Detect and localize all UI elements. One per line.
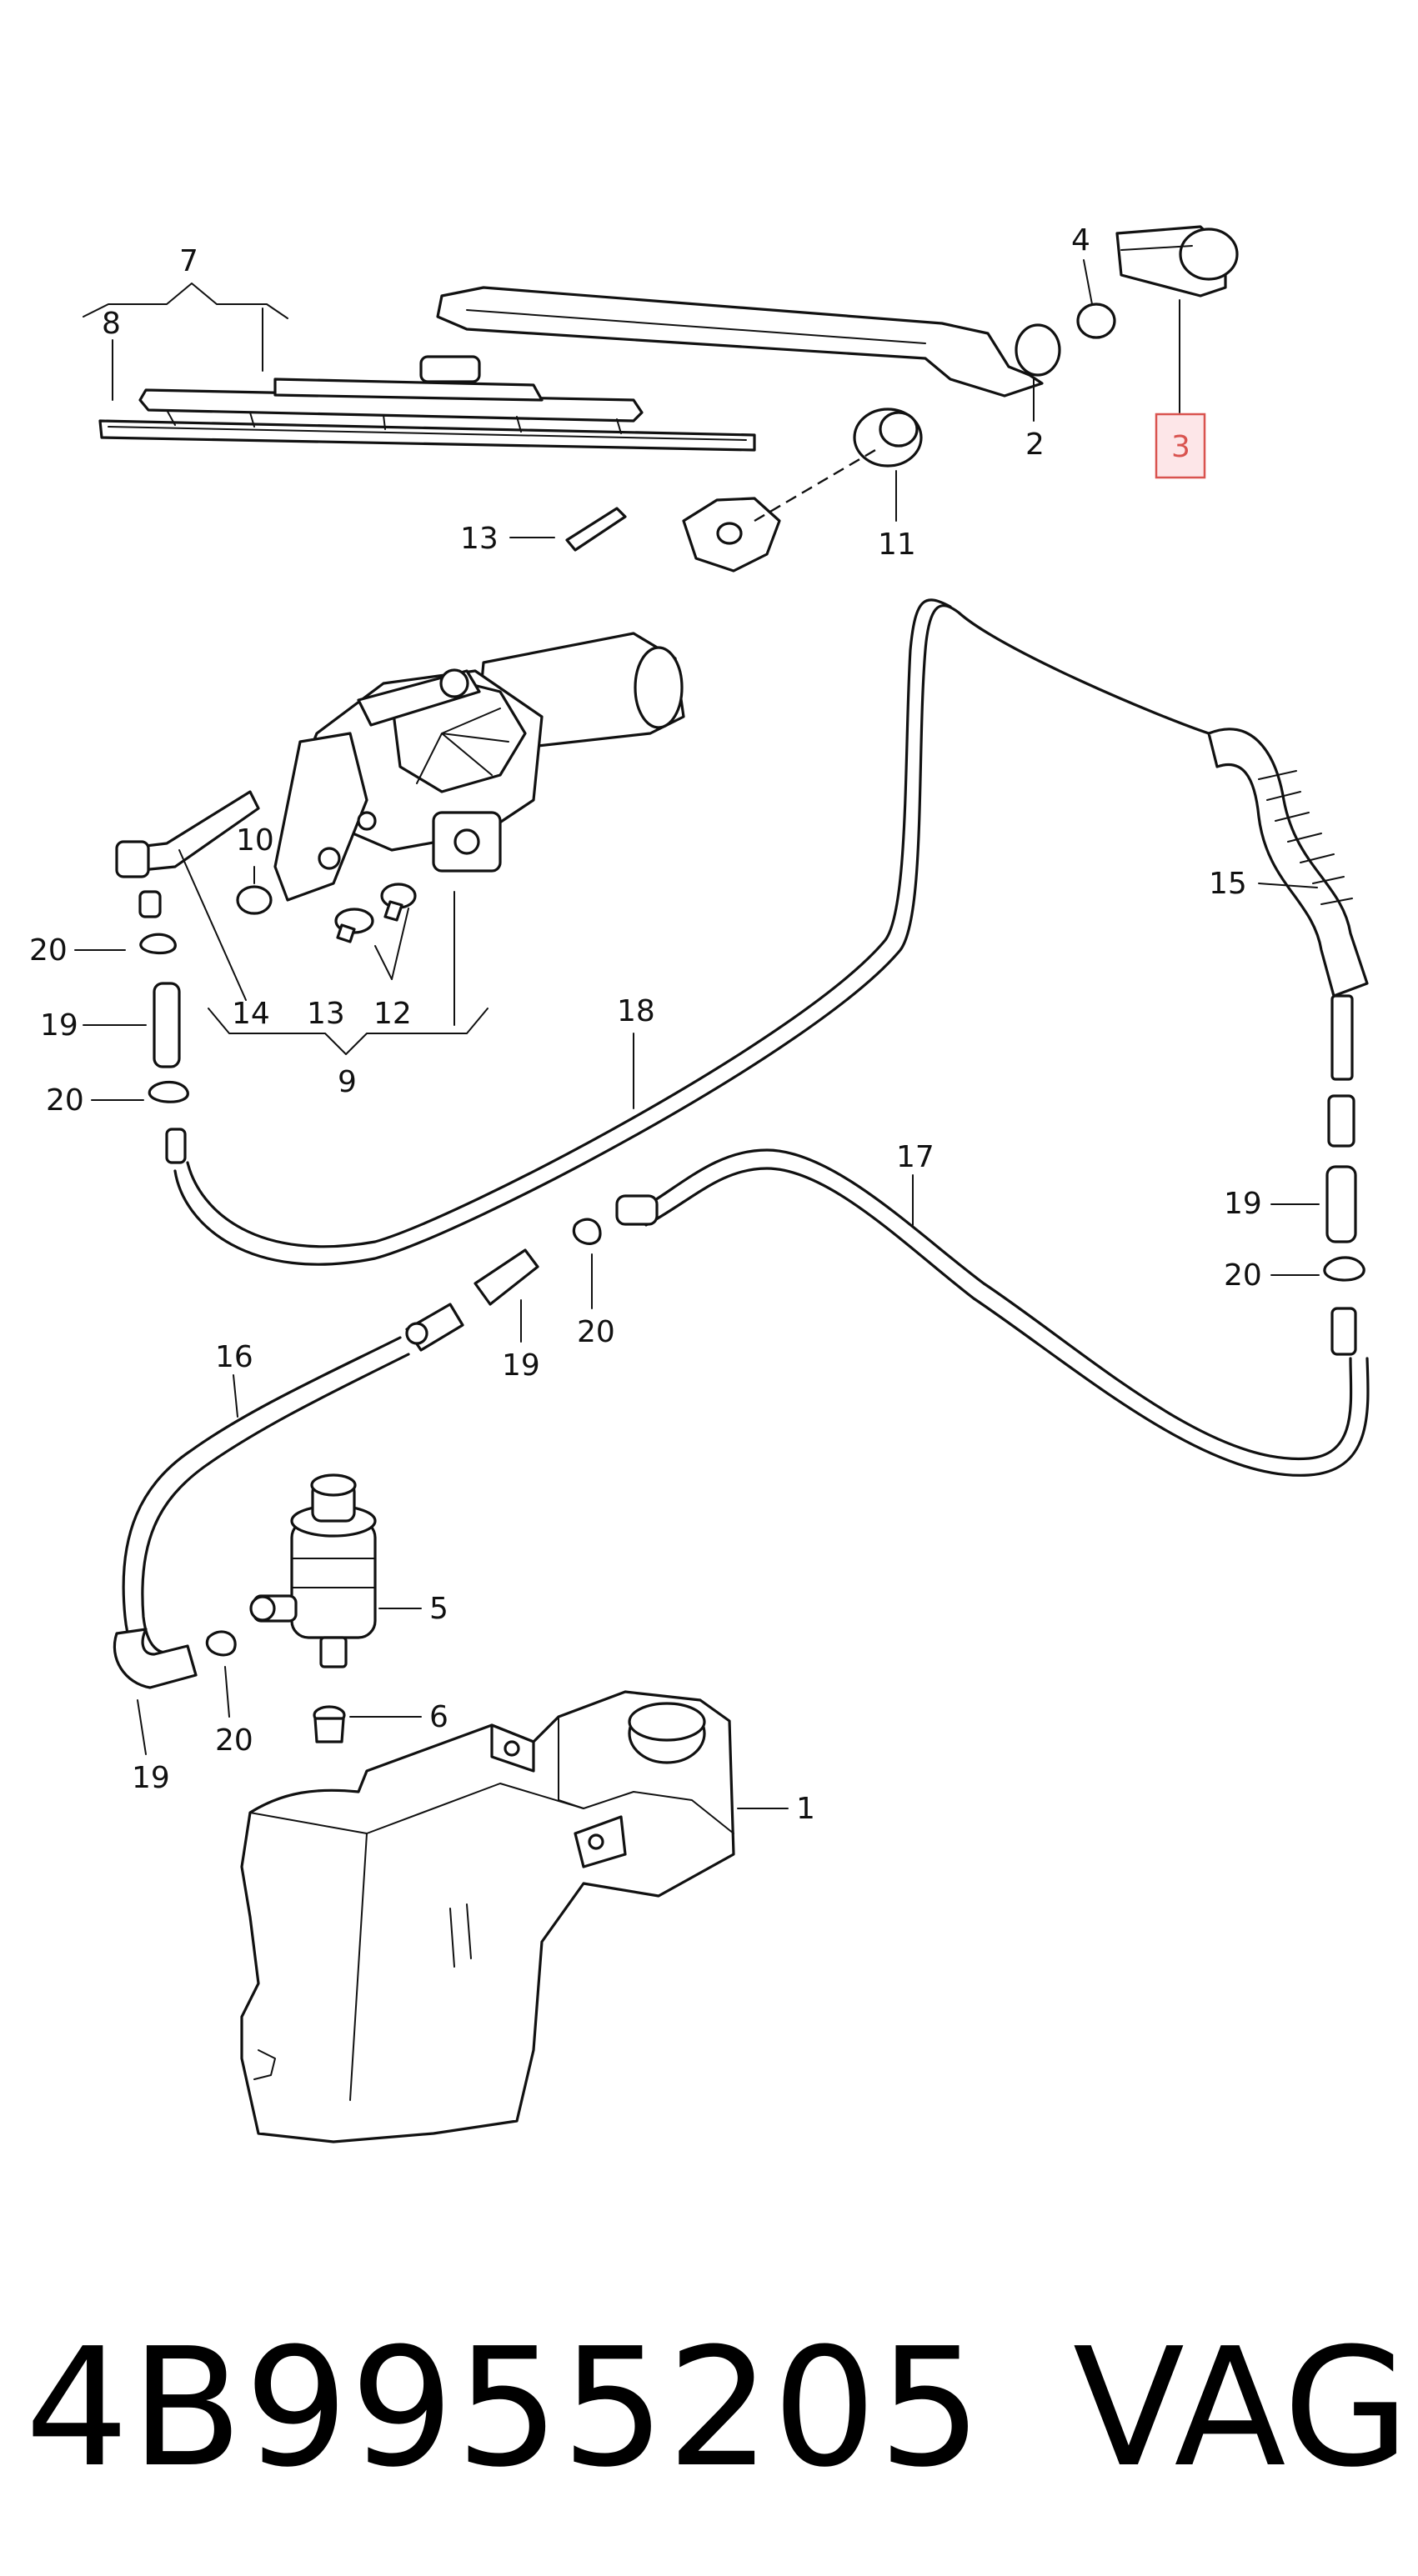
middle-connectors — [405, 1218, 602, 1352]
clip-near-pump — [205, 1630, 237, 1657]
wiper-motor — [273, 632, 685, 902]
wiper-arm — [436, 225, 1239, 398]
callout-2: 2 — [1025, 428, 1045, 462]
hose-18 — [173, 604, 1210, 1266]
callout-20-middle: 20 — [577, 1315, 615, 1349]
hose-16-elbow — [113, 1628, 198, 1689]
motor-shaft — [565, 507, 627, 552]
callout-9: 9 — [338, 1065, 357, 1099]
hose-17-inner — [644, 1167, 1370, 1477]
highlighted-callout-box — [1155, 413, 1206, 479]
callout-15: 15 — [1209, 867, 1247, 901]
part-number: 4B9955205 — [25, 2313, 985, 2503]
callout-4: 4 — [1071, 223, 1090, 258]
callout-20-left-lower: 20 — [46, 1083, 84, 1118]
callout-13-upper: 13 — [460, 522, 499, 556]
callout-14: 14 — [232, 997, 270, 1031]
nut-and-bolts — [236, 883, 417, 943]
connector-17 — [615, 1194, 659, 1226]
callout-19-left: 19 — [40, 1008, 78, 1043]
wiper-blade — [98, 355, 756, 452]
callout-19-right: 19 — [1224, 1187, 1262, 1221]
callout-18: 18 — [617, 994, 655, 1028]
callout-19-middle: 19 — [502, 1348, 540, 1383]
callout-17: 17 — [896, 1140, 934, 1174]
corrugated-hose — [1207, 728, 1369, 1148]
washer-pump — [249, 1473, 377, 1668]
callout-20-right: 20 — [1224, 1258, 1262, 1293]
callout-labels: 7 8 4 3 2 11 13 10 20 19 14 13 12 9 20 1… — [29, 223, 1262, 1826]
exploded-parts-diagram: 7 8 4 3 2 11 13 10 20 19 14 13 12 9 20 1… — [29, 223, 1370, 2143]
footer: 4B9955205 VAG — [0, 2283, 1418, 2533]
brand-name: VAG — [1072, 2313, 1410, 2503]
callout-13-lower: 13 — [307, 997, 345, 1031]
callout-11: 11 — [878, 528, 916, 562]
right-hose-clips — [1323, 1165, 1365, 1356]
callout-19-lower: 19 — [132, 1761, 170, 1795]
hose-18-inner — [186, 598, 952, 1248]
leader-lines — [74, 259, 1320, 1809]
callout-12: 12 — [373, 997, 412, 1031]
left-hose-clips — [139, 933, 189, 1164]
pump-grommet — [313, 1705, 346, 1743]
cap-and-grommet — [682, 408, 923, 573]
callout-1: 1 — [796, 1792, 815, 1826]
pivot-bracket — [115, 790, 260, 918]
callout-20-left-upper: 20 — [29, 933, 68, 968]
callout-8: 8 — [102, 307, 121, 341]
washer-reservoir — [240, 1690, 735, 2143]
callout-7: 7 — [179, 244, 198, 278]
callout-10: 10 — [236, 823, 274, 858]
callout-5: 5 — [429, 1592, 448, 1626]
callout-16: 16 — [215, 1340, 253, 1374]
callout-6: 6 — [429, 1700, 448, 1734]
callout-20-lower: 20 — [215, 1723, 253, 1758]
hose-17 — [640, 1148, 1353, 1461]
hose-16-inner — [141, 1353, 410, 1654]
callout-3: 3 — [1171, 430, 1190, 464]
